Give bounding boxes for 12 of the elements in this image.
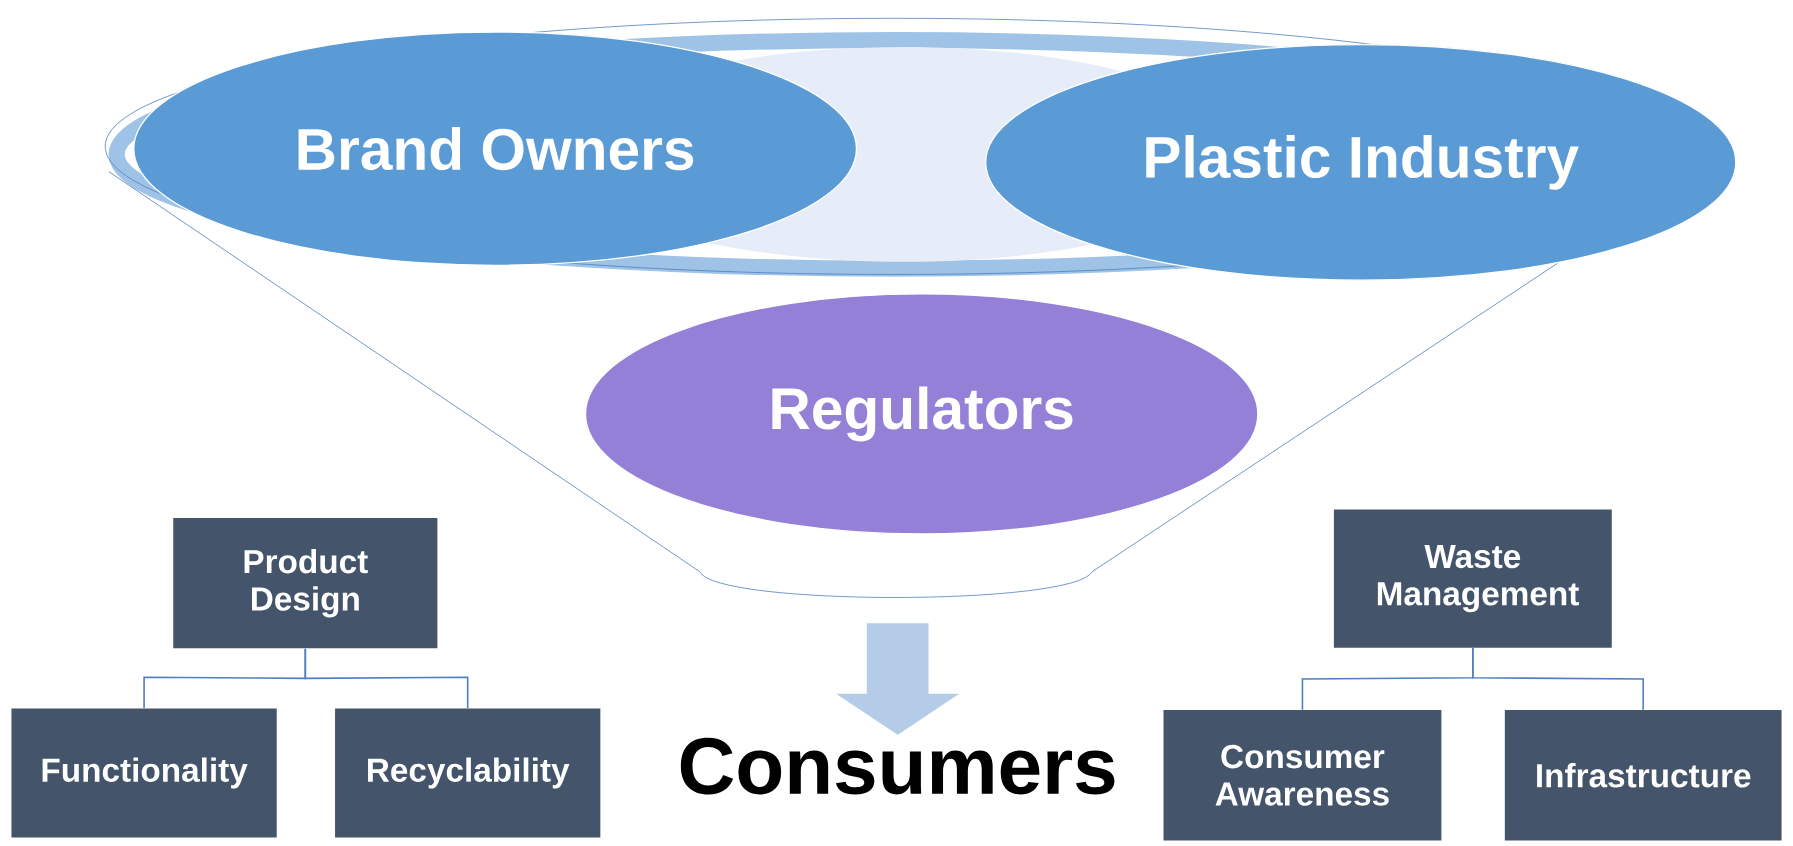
label-box: Recyclability <box>335 708 601 838</box>
tree-connector <box>304 647 469 709</box>
heading-text: Consumers <box>680 737 1115 795</box>
label-box: Functionality <box>11 708 277 838</box>
label-box: Product Design <box>173 517 438 649</box>
label-box: Consumer Awareness <box>1163 710 1442 841</box>
label-box: Infrastructure <box>1504 710 1782 841</box>
tree-connector <box>1472 647 1644 711</box>
ellipse-node: Brand Owners <box>133 31 858 266</box>
ellipse-node: Regulators <box>584 293 1259 535</box>
ellipse-node: Plastic Industry <box>985 43 1737 281</box>
label-box: Waste Management <box>1333 509 1612 648</box>
